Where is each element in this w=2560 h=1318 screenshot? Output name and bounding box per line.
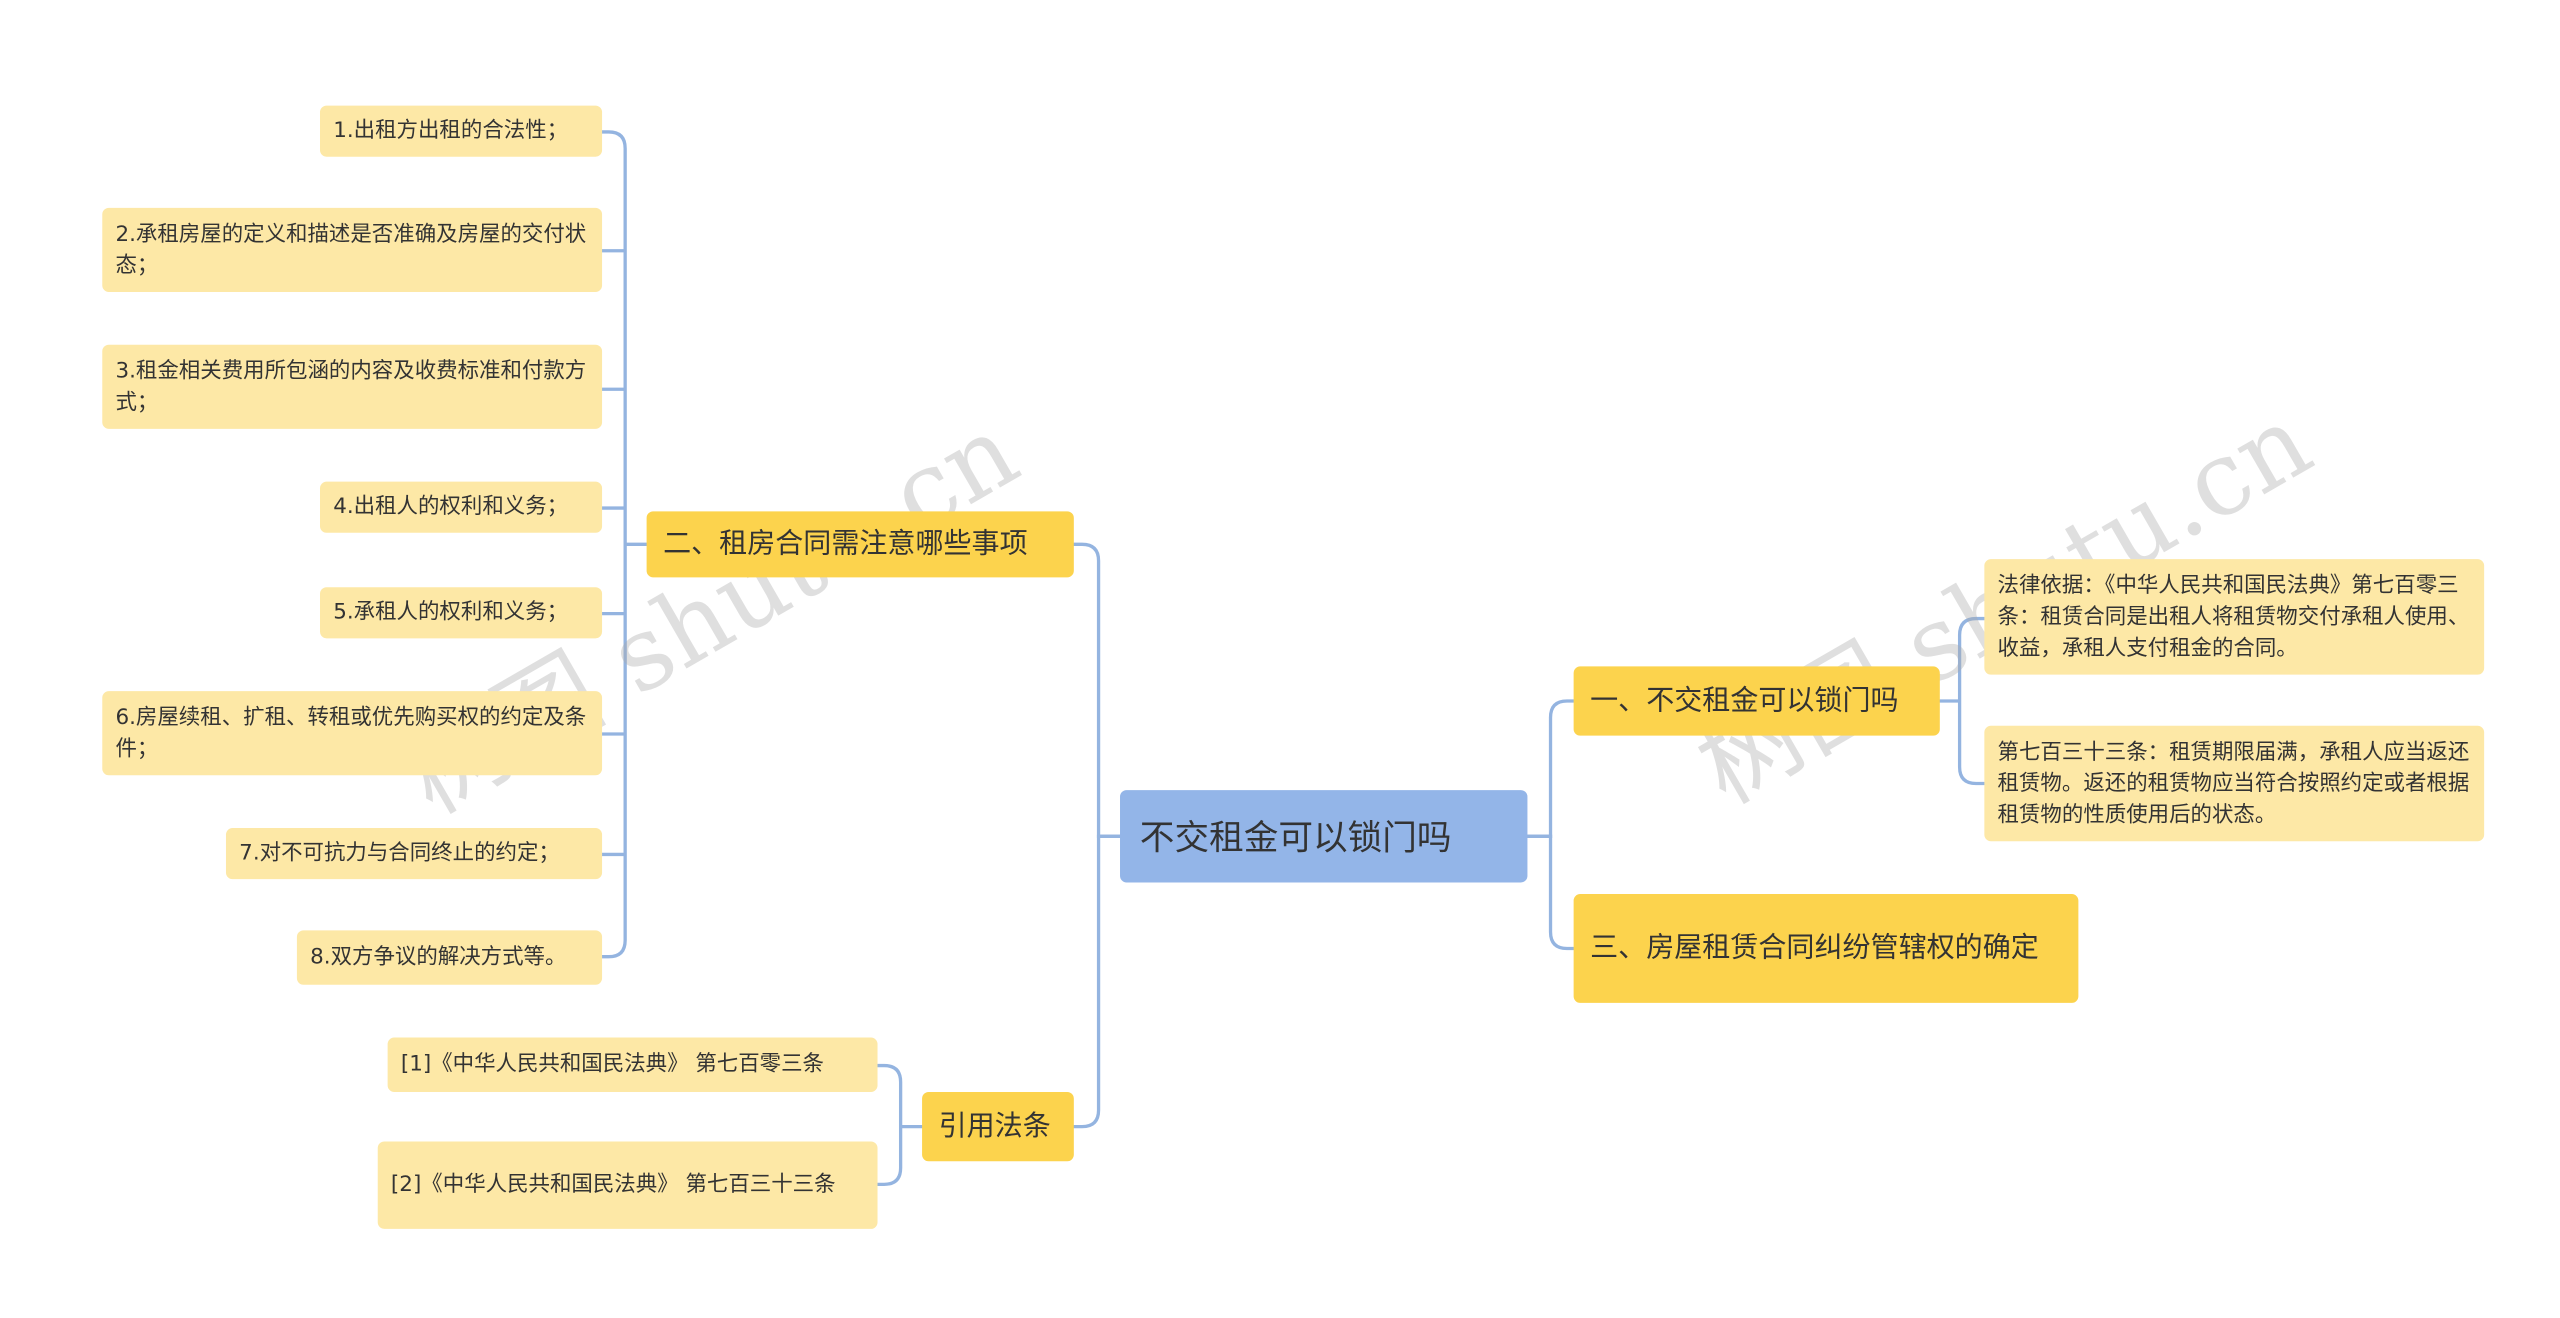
leaf-contract-note-4[interactable]: 4.出租人的权利和义务； [320, 481, 603, 533]
leaf-contract-note-3[interactable]: 3.租金相关费用所包涵的内容及收费标准和付款方式； [102, 344, 603, 429]
leaf-contract-note-7[interactable]: 7.对不可抗力与合同终止的约定； [225, 828, 603, 880]
leaf-legal-basis-703[interactable]: 法律依据：《中华人民共和国民法典》第七百零三条：租赁合同是出租人将租赁物交付承租… [1984, 559, 2485, 675]
connector-items-left-top [600, 130, 649, 959]
leaf-contract-note-6[interactable]: 6.房屋续租、扩租、转租或优先购买权的约定及条件； [102, 691, 603, 776]
leaf-cited-law-1[interactable]: [1]《中华人民共和国民法典》 第七百零三条 [387, 1037, 878, 1092]
leaf-text: 法律依据：《中华人民共和国民法典》第七百零三条：租赁合同是出租人将租赁物交付承租… [1997, 573, 2470, 661]
leaf-text: 5.承租人的权利和义务； [333, 600, 569, 626]
branch-contract-notes[interactable]: 二、租房合同需注意哪些事项 [646, 511, 1074, 578]
leaf-text: 第七百三十三条：租赁期限届满，承租人应当返还租赁物。返还的租赁物应当符合按照约定… [1997, 739, 2470, 828]
leaf-text: 2.承租房屋的定义和描述是否准确及房屋的交付状态； [115, 221, 587, 278]
root-topic-label: 不交租金可以锁门吗 [1139, 818, 1452, 858]
leaf-text: 4.出租人的权利和义务； [333, 494, 569, 520]
leaf-contract-note-2[interactable]: 2.承租房屋的定义和描述是否准确及房屋的交付状态； [102, 207, 603, 292]
connector-items-left-bottom [875, 1063, 924, 1186]
leaf-cited-law-2[interactable]: [2]《中华人民共和国民法典》 第七百三十三条 [377, 1141, 878, 1229]
branch-jurisdiction-label: 三、房屋租赁合同纠纷管辖权的确定 [1590, 931, 2039, 965]
connector-items-right-top [1938, 616, 1986, 786]
branch-cited-laws[interactable]: 引用法条 [922, 1091, 1074, 1162]
branch-lock-door-label: 一、不交租金可以锁门吗 [1590, 684, 1899, 718]
leaf-text: [2]《中华人民共和国民法典》 第七百三十三条 [390, 1172, 836, 1198]
branch-cited-laws-label: 引用法条 [938, 1110, 1051, 1144]
branch-contract-notes-label: 二、租房合同需注意哪些事项 [663, 527, 1028, 561]
leaf-legal-basis-733[interactable]: 第七百三十三条：租赁期限届满，承租人应当返还租赁物。返还的租赁物应当符合按照约定… [1984, 725, 2485, 842]
connector-root-left-bottom [1072, 834, 1122, 1129]
leaf-text: 3.租金相关费用所包涵的内容及收费标准和付款方式； [115, 358, 587, 415]
leaf-text: 1.出租方出租的合法性； [333, 118, 569, 144]
connector-root-right-top [1525, 699, 1576, 838]
leaf-text: 7.对不可抗力与合同终止的约定； [239, 841, 560, 866]
leaf-contract-note-5[interactable]: 5.承租人的权利和义务； [320, 587, 603, 639]
leaf-text: 6.房屋续租、扩租、转租或优先购买权的约定及条件； [115, 705, 587, 762]
leaf-text: [1]《中华人民共和国民法典》 第七百零三条 [400, 1052, 825, 1078]
branch-jurisdiction[interactable]: 三、房屋租赁合同纠纷管辖权的确定 [1573, 894, 2079, 1003]
leaf-text: 8.双方争议的解决方式等。 [310, 945, 567, 970]
connector-root-right-bottom [1525, 834, 1576, 951]
leaf-contract-note-1[interactable]: 1.出租方出租的合法性； [320, 105, 603, 157]
branch-lock-door[interactable]: 一、不交租金可以锁门吗 [1573, 666, 1940, 736]
connector-root-left-top [1072, 542, 1122, 838]
root-topic[interactable]: 不交租金可以锁门吗 [1120, 790, 1528, 883]
leaf-contract-note-8[interactable]: 8.双方争议的解决方式等。 [296, 930, 603, 985]
